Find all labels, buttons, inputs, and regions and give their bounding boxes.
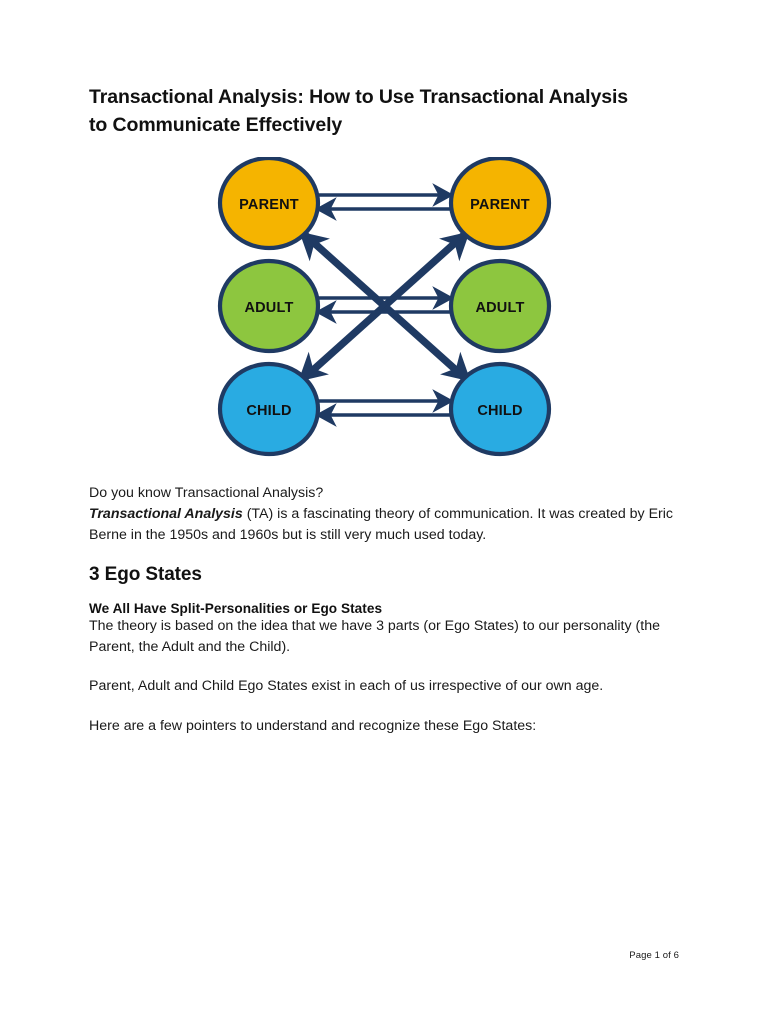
node-left-parent: PARENT <box>217 157 321 251</box>
spacer <box>89 586 679 601</box>
intro-question: Do you know Transactional Analysis? <box>89 485 324 502</box>
adult-circle-left <box>217 259 321 354</box>
node-label-right-parent: PARENT <box>470 197 530 213</box>
ego-state-nodes: PARENT PARENT ADULT ADULT <box>217 157 552 457</box>
child-circle-right <box>448 362 552 457</box>
node-label-left-child: CHILD <box>246 403 291 419</box>
page-content: Transactional Analysis: How to Use Trans… <box>89 84 679 737</box>
section-paragraph-1: The theory is based on the idea that we … <box>89 618 660 655</box>
node-label-right-adult: ADULT <box>475 300 524 316</box>
intro-lead: Transactional Analysis (TA) is a fascina… <box>89 504 679 545</box>
node-label-right-child: CHILD <box>477 403 522 419</box>
child-circle-left <box>217 362 321 457</box>
intro-lead-bold: Transactional Analysis <box>89 505 243 522</box>
node-right-child: CHILD <box>448 362 552 457</box>
ego-state-diagram-svg: PARENT PARENT ADULT ADULT <box>217 157 552 457</box>
node-left-child: CHILD <box>217 362 321 457</box>
complementary-transaction-arrows <box>315 183 454 428</box>
intro-lead-rest: (TA) is a fascinating theory of communic… <box>89 505 674 543</box>
page-title: Transactional Analysis: How to Use Trans… <box>89 86 629 136</box>
intro-block: Do you know Transactional Analysis? Tran… <box>89 483 679 545</box>
section-paragraph-2: Parent, Adult and Child Ego States exist… <box>89 678 604 695</box>
adult-circle-right <box>448 259 552 354</box>
crossed-transaction-arrows <box>298 231 471 383</box>
arrow-left-parent-to-right-child <box>303 231 471 382</box>
arrow-right-parent-to-left-child <box>298 231 466 382</box>
node-right-adult: ADULT <box>448 259 552 354</box>
parent-circle-right <box>448 157 552 251</box>
node-left-adult: ADULT <box>217 259 321 354</box>
subheading-split-personalities: We All Have Split-Personalities or Ego S… <box>89 601 383 617</box>
page-number: Page 1 of 6 <box>629 950 679 961</box>
node-label-left-parent: PARENT <box>239 197 299 213</box>
node-right-parent: PARENT <box>448 157 552 251</box>
parent-circle-left <box>217 157 321 251</box>
section-paragraph-3: Here are a few pointers to understand an… <box>89 717 537 734</box>
node-label-left-adult: ADULT <box>244 300 293 316</box>
spacer <box>89 697 679 716</box>
spacer <box>89 545 679 564</box>
section-heading-ego-states: 3 Ego States <box>89 564 202 586</box>
spacer <box>89 657 679 676</box>
ego-state-diagram: PARENT PARENT ADULT ADULT <box>89 157 679 457</box>
